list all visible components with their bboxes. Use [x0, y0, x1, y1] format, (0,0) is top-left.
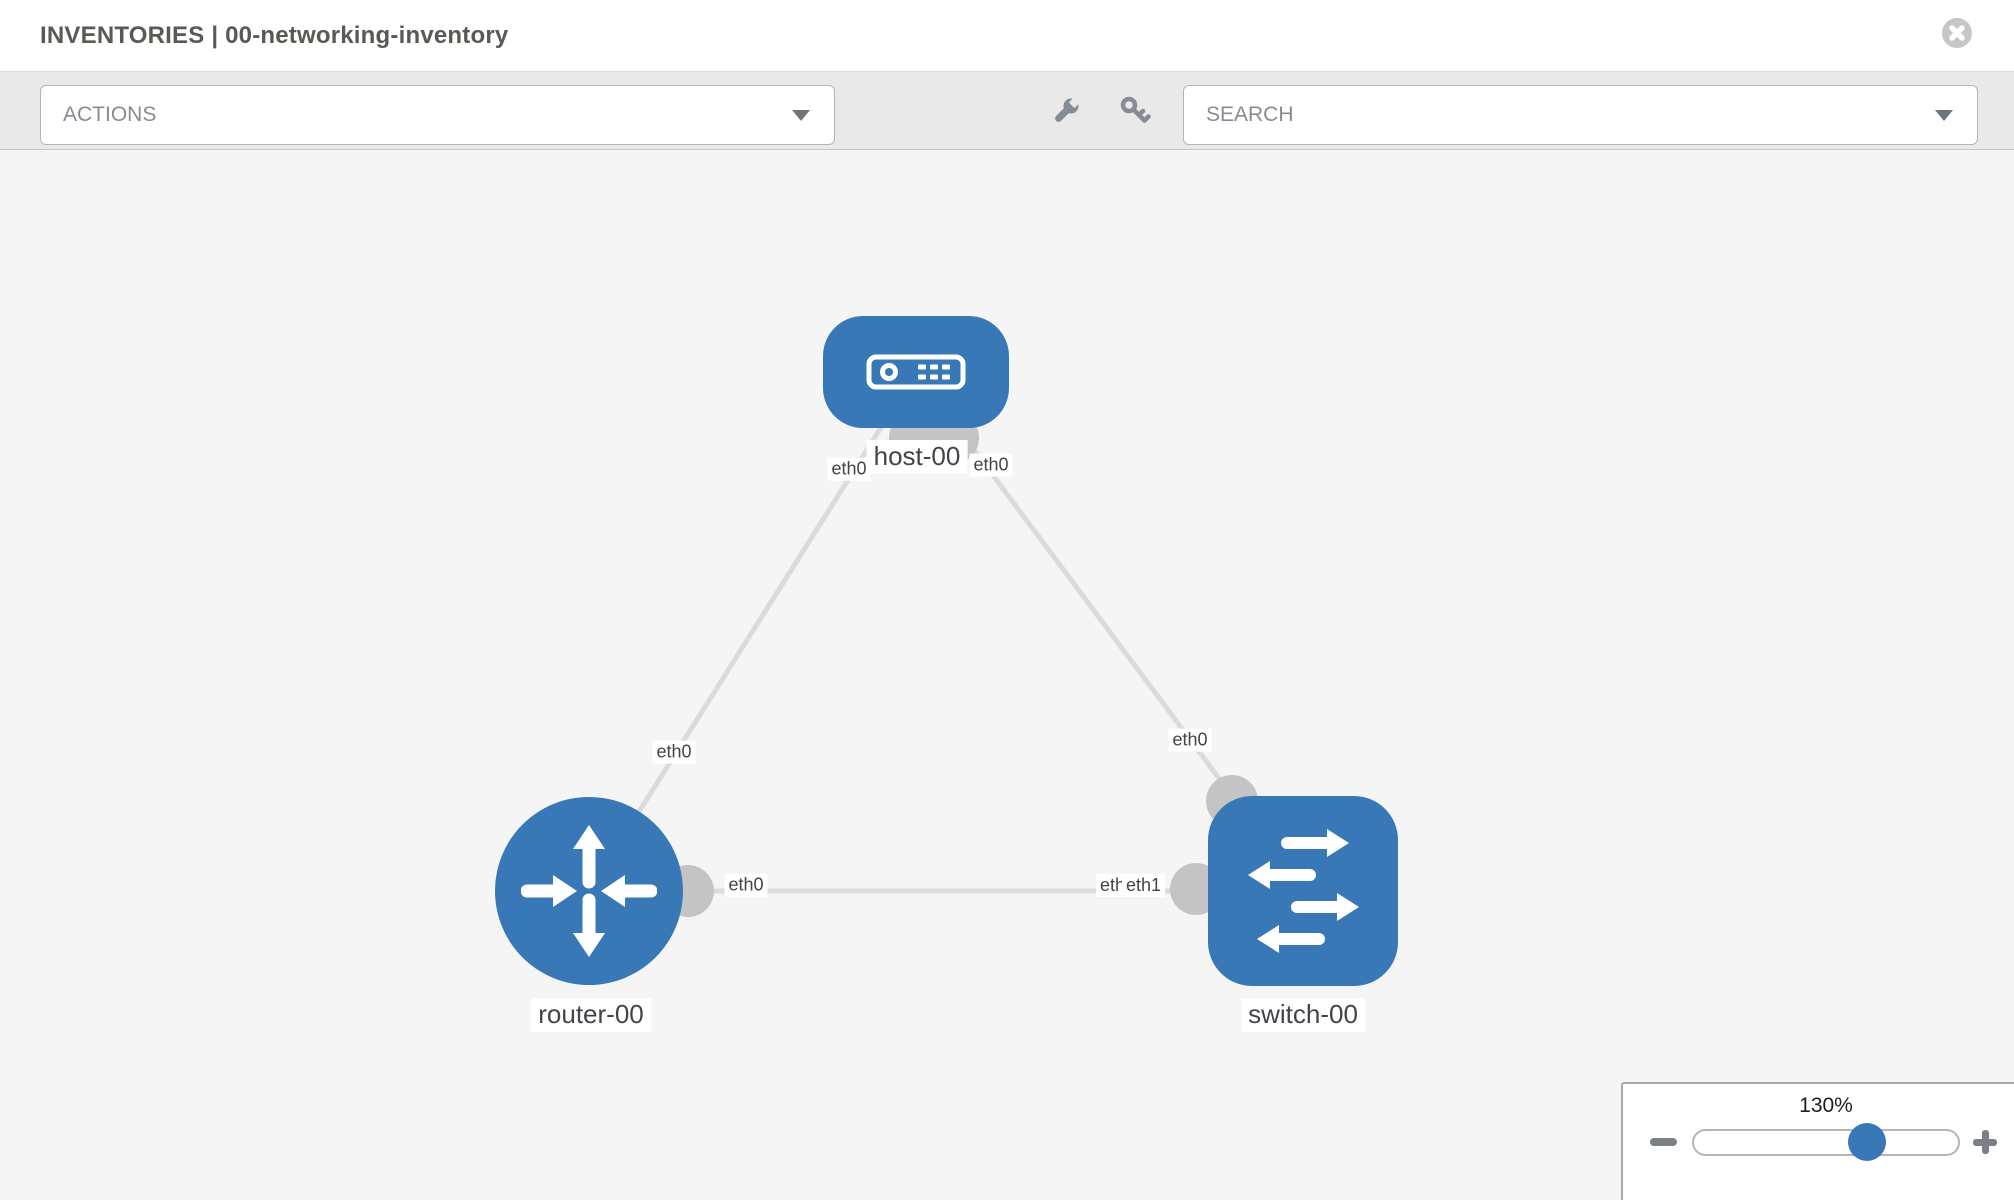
host-icon — [866, 354, 966, 390]
router-icon — [521, 825, 657, 957]
node-switch-00[interactable] — [1208, 796, 1398, 986]
topology-canvas[interactable]: host-00 router-00 switch-00 eth0 eth0 et… — [0, 150, 2014, 1200]
interface-label-router-lan: eth0 — [724, 873, 768, 897]
key-icon — [1120, 96, 1151, 123]
interface-label-switch-uplink: eth0 — [1168, 728, 1212, 752]
actions-dropdown-label: ACTIONS — [63, 103, 157, 126]
chevron-down-icon — [1935, 110, 1953, 121]
wrench-icon — [1055, 96, 1081, 122]
node-label-router: router-00 — [531, 998, 651, 1032]
zoom-out-button[interactable] — [1650, 1138, 1677, 1146]
interface-label-router-uplink: eth0 — [652, 740, 696, 764]
node-label-host: host-00 — [866, 440, 968, 474]
zoom-in-button[interactable] — [1973, 1130, 1997, 1154]
search-placeholder: SEARCH — [1206, 103, 1294, 126]
zoom-slider-track[interactable] — [1692, 1123, 1960, 1161]
toolbar: ACTIONS SEARCH — [0, 72, 2014, 150]
zoom-panel: 130% — [1621, 1082, 2014, 1200]
header: INVENTORIES | 00-networking-inventory — [0, 0, 2014, 72]
interface-label-switch-lan: eth1 — [1122, 874, 1166, 897]
node-host-00[interactable] — [823, 316, 1009, 428]
chevron-down-icon — [792, 110, 810, 121]
topology-edges — [586, 370, 1306, 917]
zoom-slider-thumb[interactable] — [1848, 1123, 1886, 1161]
credentials-button[interactable] — [1117, 94, 1153, 130]
zoom-value: 130% — [1799, 1094, 1853, 1117]
close-button[interactable] — [1942, 18, 1972, 48]
node-label-switch: switch-00 — [1241, 998, 1365, 1032]
switch-icon — [1248, 829, 1359, 953]
interface-label-host-eth0-left: eth0 — [827, 457, 871, 481]
actions-dropdown[interactable]: ACTIONS — [40, 85, 835, 145]
interface-label-host-eth0-right: eth0 — [969, 453, 1013, 477]
page-title: INVENTORIES | 00-networking-inventory — [40, 21, 509, 49]
search-dropdown[interactable]: SEARCH — [1183, 85, 1978, 145]
node-router-00[interactable] — [495, 797, 683, 985]
configure-button[interactable] — [1048, 94, 1084, 130]
close-icon — [1942, 18, 1972, 48]
